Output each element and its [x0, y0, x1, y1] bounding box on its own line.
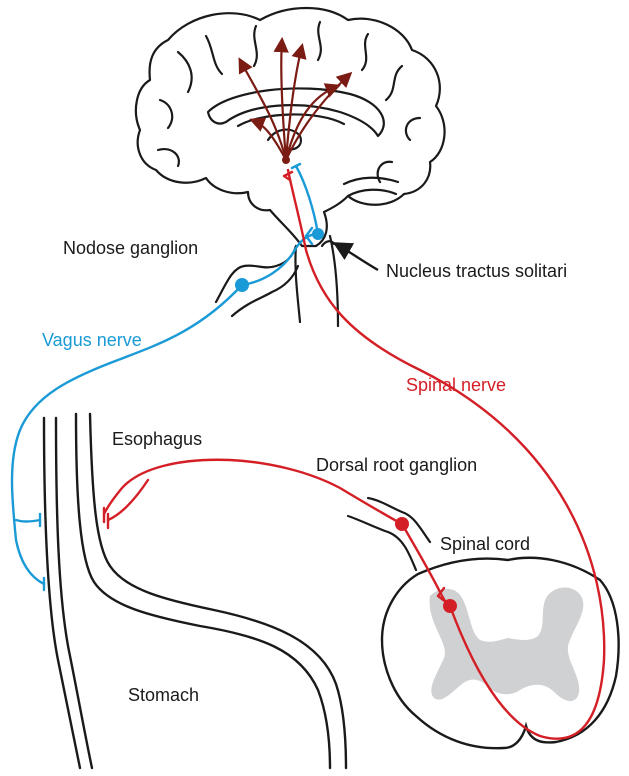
nts-pointer-arrow — [336, 244, 378, 270]
esophagus-wall-inner-right — [76, 414, 330, 768]
projection-arrow — [281, 40, 286, 160]
cerebellum — [344, 178, 398, 184]
esophagus-wall-outer-right — [90, 414, 346, 768]
brain-gyrus — [160, 100, 172, 128]
dorsal-root-outline — [348, 498, 430, 570]
nts-neuron — [312, 228, 324, 240]
brain-gyrus — [362, 34, 368, 70]
projection-arrow — [240, 60, 286, 160]
spinal-cord-section — [382, 558, 619, 748]
nodose-ganglion-cell — [235, 278, 249, 292]
esophagus-stomach — [44, 414, 346, 768]
brain-gyrus — [386, 66, 402, 100]
label-spinal-cord: Spinal cord — [440, 535, 530, 553]
label-stomach: Stomach — [128, 686, 199, 704]
esophagus-wall-inner-left — [56, 418, 92, 768]
brain-gyrus — [318, 22, 321, 60]
dorsal-horn-neuron — [443, 599, 457, 613]
brain-gyrus — [254, 26, 257, 66]
label-nodose-ganglion: Nodose ganglion — [63, 239, 198, 257]
cerebellum — [348, 190, 396, 196]
dorsal-root-ganglion-cell — [395, 517, 409, 531]
thalamic-relay-dot — [282, 156, 290, 164]
label-esophagus: Esophagus — [112, 430, 202, 448]
label-spinal-nerve: Spinal nerve — [406, 376, 506, 394]
brain-gyrus — [206, 36, 222, 74]
label-nucleus-tractus-solitari: Nucleus tractus solitari — [386, 262, 567, 280]
brain-gyrus — [178, 52, 192, 92]
brainstem-left — [295, 246, 300, 322]
label-dorsal-root-ganglion: Dorsal root ganglion — [316, 456, 477, 474]
brain-gyrus — [158, 149, 179, 166]
vagus-branch — [16, 520, 40, 522]
vagus-central-fiber — [242, 234, 318, 285]
ganglion-outline-upper — [216, 246, 296, 302]
brain-outline — [136, 8, 445, 246]
brainstem-right — [330, 236, 338, 326]
brain-gyrus — [406, 118, 420, 140]
label-vagus-nerve: Vagus nerve — [42, 331, 142, 349]
